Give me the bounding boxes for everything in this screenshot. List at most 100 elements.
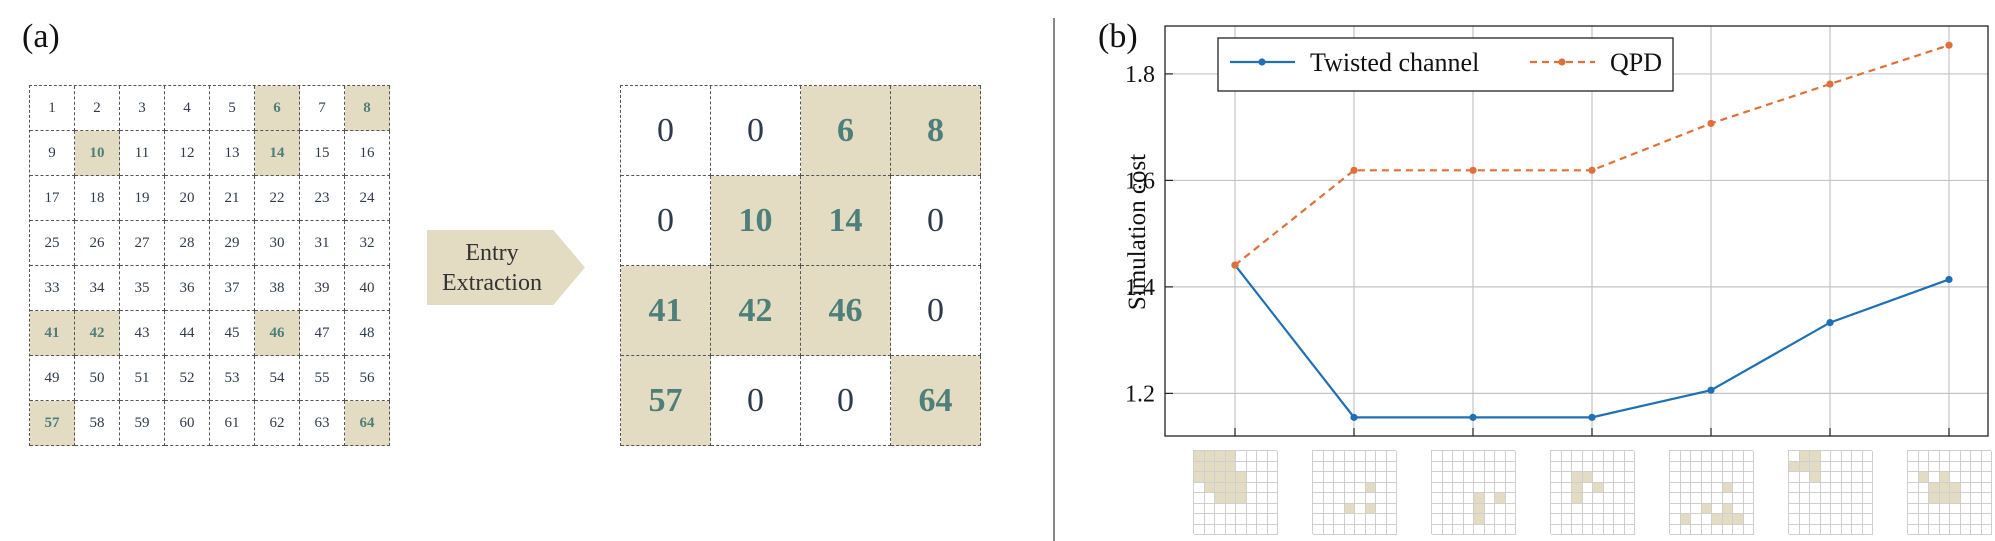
pattern-cell [1670, 503, 1681, 514]
y-tick-label: 1.2 [1125, 381, 1155, 407]
pattern-cell [1981, 524, 1992, 535]
pattern-cell [1929, 524, 1940, 535]
pattern-cell [1670, 493, 1681, 504]
pattern-cell [1484, 524, 1495, 535]
pattern-cell [1194, 461, 1205, 472]
legend-label: QPD [1610, 48, 1662, 77]
matrix-cell: 0 [711, 356, 801, 446]
pattern-cell [1722, 524, 1733, 535]
pattern-cell [1225, 514, 1236, 525]
pattern-cell [1680, 482, 1691, 493]
x-tick-pattern [1431, 450, 1516, 535]
pattern-cell [1908, 514, 1919, 525]
pattern-cell [1908, 472, 1919, 483]
matrix-cell: 64 [891, 356, 981, 446]
pattern-cell [1484, 514, 1495, 525]
pattern-cell [1841, 524, 1852, 535]
pattern-cell [1365, 482, 1376, 493]
pattern-cell [1614, 524, 1625, 535]
pattern-cell [1257, 524, 1268, 535]
pattern-cell [1561, 514, 1572, 525]
pattern-cell [1215, 472, 1226, 483]
pattern-cell [1593, 451, 1604, 462]
pattern-cell [1680, 461, 1691, 472]
pattern-cell [1593, 461, 1604, 472]
pattern-cell [1355, 472, 1366, 483]
grid-cell: 6 [255, 86, 300, 131]
pattern-cell [1313, 461, 1324, 472]
grid-cell: 51 [120, 356, 165, 401]
matrix-cell: 0 [621, 176, 711, 266]
pattern-cell [1334, 493, 1345, 504]
pattern-cell [1971, 482, 1982, 493]
pattern-cell [1386, 493, 1397, 504]
pattern-cell [1603, 493, 1614, 504]
grid-cell: 20 [165, 176, 210, 221]
pattern-cell [1267, 451, 1278, 462]
pattern-cell [1939, 472, 1950, 483]
pattern-cell [1484, 493, 1495, 504]
pattern-cell [1831, 451, 1842, 462]
pattern-cell [1246, 472, 1257, 483]
pattern-cell [1841, 482, 1852, 493]
pattern-cell [1789, 451, 1800, 462]
pattern-cell [1743, 472, 1754, 483]
pattern-cell [1624, 461, 1635, 472]
pattern-cell [1908, 493, 1919, 504]
pattern-cell [1432, 503, 1443, 514]
pattern-cell [1789, 482, 1800, 493]
pattern-cell [1453, 451, 1464, 462]
pattern-cell [1572, 524, 1583, 535]
pattern-cell [1246, 493, 1257, 504]
pattern-cell [1204, 514, 1215, 525]
pattern-cell [1603, 524, 1614, 535]
pattern-cell [1603, 482, 1614, 493]
pattern-cell [1267, 482, 1278, 493]
pattern-cell [1551, 451, 1562, 462]
grid-cell: 62 [255, 401, 300, 446]
pattern-cell [1929, 461, 1940, 472]
grid-cell: 2 [75, 86, 120, 131]
grid-cell: 11 [120, 131, 165, 176]
pattern-cell [1820, 503, 1831, 514]
pattern-cell [1981, 451, 1992, 462]
pattern-cell [1810, 503, 1821, 514]
matrix-cell: 46 [801, 266, 891, 356]
pattern-cell [1442, 451, 1453, 462]
pattern-cell [1981, 514, 1992, 525]
pattern-cell [1929, 503, 1940, 514]
pattern-cell [1386, 461, 1397, 472]
pattern-cell [1799, 503, 1810, 514]
pattern-cell [1939, 524, 1950, 535]
pattern-cell [1313, 524, 1324, 535]
grid-cell: 39 [300, 266, 345, 311]
pattern-cell [1799, 472, 1810, 483]
pattern-cell [1733, 493, 1744, 504]
grid-cell: 19 [120, 176, 165, 221]
pattern-cell [1313, 472, 1324, 483]
grid-cell: 8 [345, 86, 390, 131]
pattern-cell [1267, 524, 1278, 535]
pattern-cell [1194, 451, 1205, 462]
pattern-cell [1323, 514, 1334, 525]
pattern-cell [1323, 461, 1334, 472]
pattern-cell [1365, 461, 1376, 472]
pattern-cell [1236, 482, 1247, 493]
pattern-cell [1950, 472, 1961, 483]
grid-cell: 40 [345, 266, 390, 311]
pattern-cell [1267, 472, 1278, 483]
pattern-cell [1691, 514, 1702, 525]
pattern-cell [1799, 482, 1810, 493]
pattern-cell [1789, 514, 1800, 525]
pattern-cell [1841, 493, 1852, 504]
pattern-cell [1939, 451, 1950, 462]
pattern-cell [1960, 514, 1971, 525]
pattern-cell [1572, 514, 1583, 525]
entry-extraction-arrow: Entry Extraction [427, 230, 585, 305]
grid-cell: 56 [345, 356, 390, 401]
pattern-cell [1204, 451, 1215, 462]
pattern-cell [1561, 472, 1572, 483]
pattern-cell [1225, 482, 1236, 493]
pattern-cell [1194, 482, 1205, 493]
